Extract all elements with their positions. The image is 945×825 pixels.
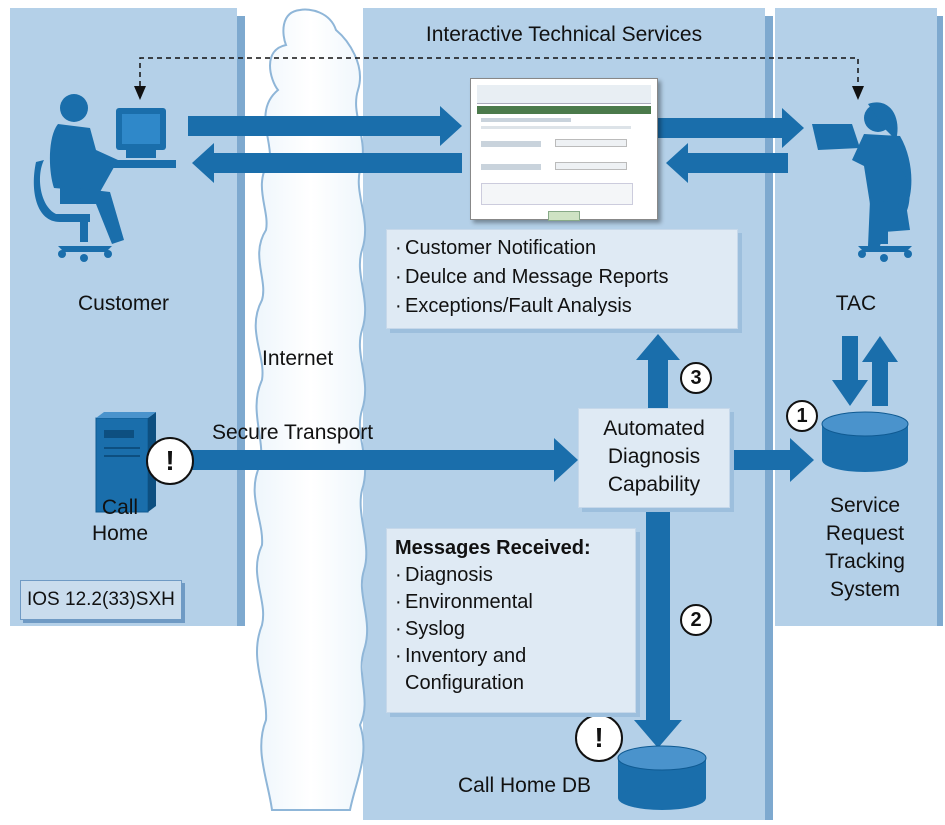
services-box: ·Customer Notification ·Deulce and Messa…	[386, 229, 738, 329]
services-panel-shadow	[765, 16, 773, 820]
tac-agent-icon	[812, 102, 912, 262]
alert-badge-call-home: !	[146, 437, 194, 485]
call-home-label-line1: Call	[101, 496, 139, 519]
step-3-badge: 3	[680, 362, 712, 394]
dashed-arrowhead-left	[134, 86, 146, 100]
message-item: Configuration	[405, 672, 524, 694]
call-home-label-line2: Home	[91, 522, 149, 545]
call-home-database-icon	[617, 745, 707, 810]
message-item: ·Diagnosis	[395, 564, 493, 586]
ios-version-badge: IOS 12.2(33)SXH	[20, 580, 182, 620]
arrow-tac-down	[832, 336, 868, 406]
automated-diagnosis-box: Automated Diagnosis Capability	[578, 408, 730, 508]
arrow-services-to-customer	[192, 143, 462, 183]
customer-panel-shadow	[237, 16, 245, 626]
message-item: ·Syslog	[395, 618, 466, 640]
internet-cloud	[253, 8, 369, 811]
messages-received-title: Messages Received:	[395, 537, 591, 559]
tracking-system-label: Service Request Tracking System	[825, 494, 905, 601]
tac-label: TAC	[835, 292, 877, 315]
dashed-link	[139, 57, 859, 86]
arrow-to-tracking	[730, 438, 814, 482]
services-title: Interactive Technical Services	[425, 23, 703, 46]
arrow-tac-to-services	[666, 143, 788, 183]
customer-label: Customer	[77, 292, 170, 315]
step-1-badge: 1	[786, 400, 818, 432]
customer-icon	[33, 94, 176, 262]
service-item: ·Deulce and Message Reports	[395, 266, 669, 288]
arrow-tac-up	[862, 336, 898, 406]
alert-badge-call-home-db: !	[575, 714, 623, 762]
step-2-badge: 2	[680, 604, 712, 636]
arrow-services-to-tac	[658, 108, 804, 148]
arrow-customer-to-services	[188, 106, 462, 146]
web-portal-screenshot	[470, 78, 658, 221]
service-item: ·Exceptions/Fault Analysis	[395, 295, 632, 317]
message-item: ·Inventory and	[395, 645, 527, 667]
service-item: ·Customer Notification	[395, 237, 597, 259]
arrow-down-to-db	[634, 506, 682, 748]
messages-received-box: Messages Received: ·Diagnosis ·Environme…	[386, 528, 636, 713]
tac-panel-shadow	[937, 16, 943, 626]
tracking-database-icon	[821, 411, 909, 472]
arrow-up-to-services	[636, 334, 680, 408]
secure-transport-label: Secure Transport	[212, 421, 374, 444]
message-item: ·Environmental	[395, 591, 533, 613]
tac-panel	[775, 8, 937, 626]
dashed-arrowhead-right	[852, 86, 864, 100]
arrow-secure-transport	[190, 438, 578, 482]
internet-label: Internet	[262, 347, 334, 370]
call-home-db-label: Call Home DB	[458, 774, 592, 797]
